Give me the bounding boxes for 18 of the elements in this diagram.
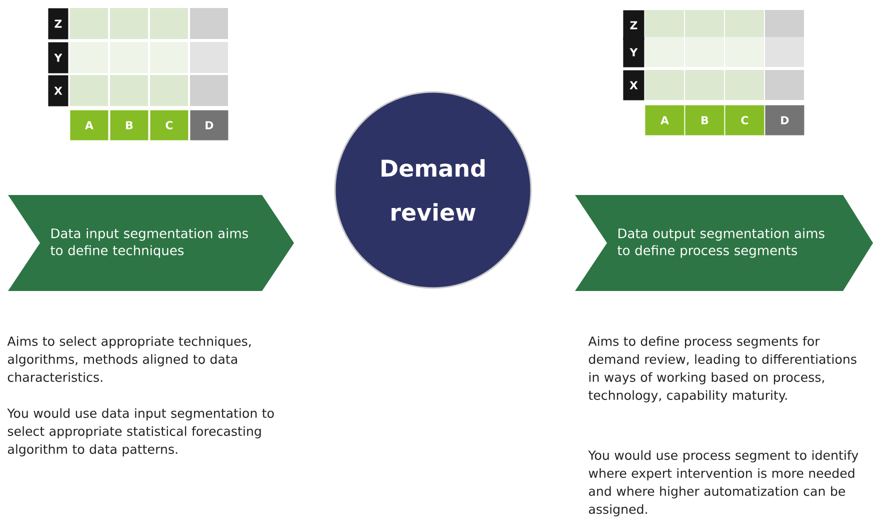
paragraph: Aims to select appropriate techniques, algorithms, methods aligned to data characteristics.	[7, 336, 251, 382]
column-label: C	[150, 110, 188, 140]
column-label: A	[645, 105, 684, 136]
row-label: Y	[623, 37, 644, 68]
column-label: B	[685, 105, 724, 136]
column-label: A	[70, 110, 108, 140]
row-label: Y	[48, 42, 68, 74]
row-label: X	[623, 70, 644, 100]
paragraph: You would use data input segmentation to select appropriate statistical forecasting algorithm to data patterns.	[7, 408, 274, 456]
column-label: C	[725, 105, 764, 136]
row-label: Z	[48, 8, 68, 40]
column-label: D	[765, 105, 804, 136]
row-label: X	[48, 75, 68, 106]
row-label: Z	[623, 10, 644, 40]
column-label: D	[190, 110, 228, 140]
paragraph: You would use process segment to identify where expert intervention is more needed and where higher automatization can be assigned.	[588, 450, 858, 516]
paragraph: Aims to define process segments for demand review, leading to differentiations in ways of working based on process, technology, capability maturity.	[588, 336, 856, 402]
column-label: B	[110, 110, 148, 140]
